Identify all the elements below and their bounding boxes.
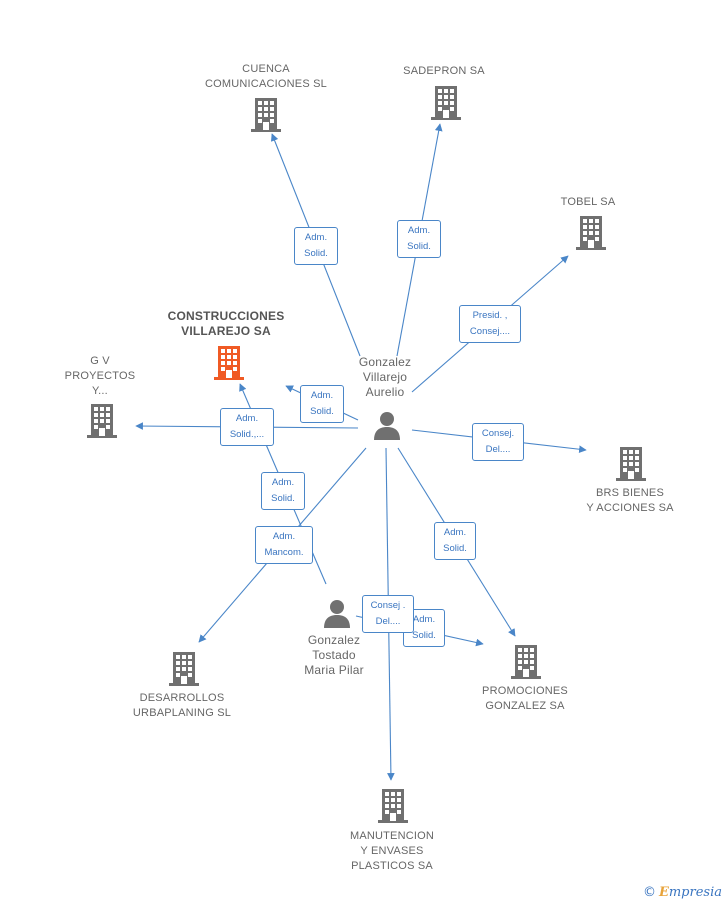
- copyright-icon: ©: [642, 885, 656, 900]
- edge-label-brs: Consej. Del....: [472, 423, 524, 461]
- building-icon: [251, 98, 281, 132]
- edge-label-person2-gv: Adm. Solid.: [261, 472, 305, 510]
- node-label-manutencion[interactable]: MANUTENCION Y ENVASES PLASTICOS SA: [349, 830, 435, 872]
- node-label-brs[interactable]: BRS BIENES Y ACCIONES SA: [586, 487, 674, 514]
- building-icon: [169, 652, 199, 686]
- person-icon: [324, 600, 350, 628]
- node-label-second-person[interactable]: Gonzalez Tostado Maria Pilar: [304, 633, 364, 677]
- empresia-watermark: ©Empresia: [643, 885, 722, 900]
- building-icon: [378, 789, 408, 823]
- node-label-center-person[interactable]: Gonzalez Villarejo Aurelio: [358, 355, 412, 399]
- person-icon: [374, 412, 400, 440]
- node-label-gv[interactable]: G V PROYECTOS Y...: [64, 355, 136, 397]
- node-label-focus[interactable]: CONSTRUCCIONES VILLAREJO SA: [167, 309, 285, 338]
- building-icon: [576, 216, 606, 250]
- watermark-text: mpresia: [668, 885, 722, 900]
- edge-label-cuenca: Adm. Solid.: [294, 227, 338, 265]
- edge-label-tobel: Presid. , Consej....: [459, 305, 521, 343]
- node-label-tobel[interactable]: TOBEL SA: [560, 196, 616, 208]
- building-icon: [616, 447, 646, 481]
- edge-label-desarrollos: Adm. Mancom.: [255, 526, 313, 564]
- edge-label-gv: Adm. Solid.,...: [220, 408, 274, 446]
- watermark-initial: E: [658, 885, 669, 900]
- node-label-promociones[interactable]: PROMOCIONES GONZALEZ SA: [482, 685, 568, 712]
- edge-label-promociones: Adm. Solid.: [434, 522, 476, 560]
- edge-label-focus: Adm. Solid.: [300, 385, 344, 423]
- building-icon: [214, 346, 244, 380]
- building-icon: [511, 645, 541, 679]
- node-label-cuenca[interactable]: CUENCA COMUNICACIONES SL: [205, 63, 327, 90]
- edge-label-manutencion: Consej . Del....: [362, 595, 414, 633]
- building-icon: [431, 86, 461, 120]
- node-label-sadepron[interactable]: SADEPRON SA: [403, 65, 485, 77]
- node-label-desarrollos[interactable]: DESARROLLOS URBAPLANING SL: [132, 692, 232, 719]
- building-icon: [87, 404, 117, 438]
- edge-label-sadepron: Adm. Solid.: [397, 220, 441, 258]
